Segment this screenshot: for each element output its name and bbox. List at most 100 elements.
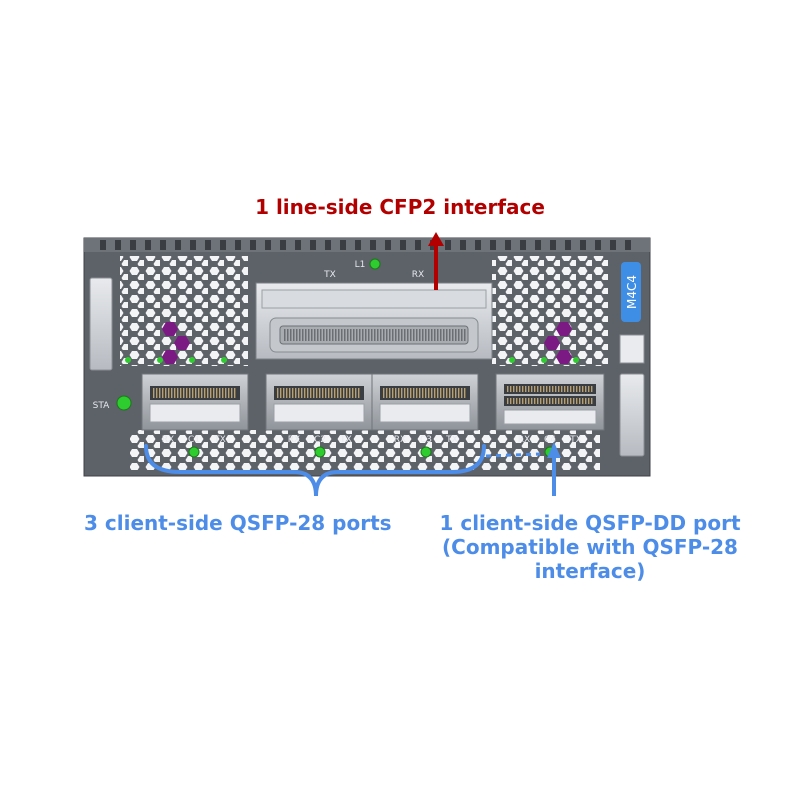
port-contact xyxy=(156,388,158,398)
port-contact xyxy=(507,386,509,392)
cfp2-contact xyxy=(311,329,313,341)
port-contact xyxy=(591,386,593,392)
c3-tx-label: TX xyxy=(445,435,458,445)
port-contact xyxy=(464,388,466,398)
port-contact xyxy=(295,388,297,398)
port-contact xyxy=(198,388,200,398)
port-contact xyxy=(446,388,448,398)
port-contact xyxy=(549,386,551,392)
port-contact xyxy=(588,386,590,392)
port-contact xyxy=(183,388,185,398)
cfp2-contact xyxy=(446,329,448,341)
port-contact xyxy=(358,388,360,398)
port-contact xyxy=(343,388,345,398)
right-latch xyxy=(619,334,645,364)
port-contact xyxy=(528,386,530,392)
qsfp28-port-c3[interactable] xyxy=(371,373,479,431)
comb-slot xyxy=(190,240,196,250)
vent-leds-row xyxy=(125,357,579,363)
cfp2-contact xyxy=(458,329,460,341)
c2-rx-label: RX xyxy=(288,435,300,445)
comb-slot xyxy=(115,240,121,250)
comb-slot xyxy=(205,240,211,250)
port-contact xyxy=(543,398,545,404)
cfp2-contact xyxy=(308,329,310,341)
port-contact xyxy=(352,388,354,398)
cfp2-contact xyxy=(431,329,433,341)
port-contact xyxy=(174,388,176,398)
port-contact xyxy=(222,388,224,398)
port-contact xyxy=(534,398,536,404)
port-contact xyxy=(555,398,557,404)
comb-slot xyxy=(130,240,136,250)
c3-led xyxy=(420,446,432,458)
port-contact xyxy=(328,388,330,398)
cfp2-contact xyxy=(464,329,466,341)
cfp2-contact xyxy=(440,329,442,341)
comb-slot xyxy=(580,240,586,250)
cfp2-contact xyxy=(410,329,412,341)
cfp2-tx-label: TX xyxy=(323,270,336,280)
port-contact xyxy=(582,386,584,392)
port-contact xyxy=(513,386,515,392)
port-contact xyxy=(210,388,212,398)
port-contact xyxy=(216,388,218,398)
port-contact xyxy=(440,388,442,398)
port-contact xyxy=(564,386,566,392)
cfp2-contact xyxy=(419,329,421,341)
port-contact xyxy=(389,388,391,398)
port-contact xyxy=(334,388,336,398)
cfp2-contact xyxy=(389,329,391,341)
cfp2-contact xyxy=(326,329,328,341)
left-purple-marker xyxy=(162,322,190,364)
cfp2-contact xyxy=(377,329,379,341)
port-contact xyxy=(585,398,587,404)
port-contacts xyxy=(153,386,593,404)
comb-slot xyxy=(415,240,421,250)
port-contact xyxy=(549,398,551,404)
qsfp28-port-c1[interactable] xyxy=(141,373,249,431)
cfp2-contact xyxy=(461,329,463,341)
c4-tx-label: TX xyxy=(569,435,582,445)
port-contact xyxy=(449,388,451,398)
comb-slot xyxy=(385,240,391,250)
cfp2-contact xyxy=(455,329,457,341)
cfp2-contact xyxy=(350,329,352,341)
cfp2-port[interactable] xyxy=(255,282,493,360)
qsfpdd-callout-line-1: 1 client-side QSFP-DD port xyxy=(439,511,741,535)
qsfp28-latch-c1 xyxy=(149,403,241,423)
port-contact xyxy=(307,388,309,398)
port-contact xyxy=(180,388,182,398)
comb-slot xyxy=(625,240,631,250)
qsfp28-port-c2[interactable] xyxy=(265,373,373,431)
port-contact xyxy=(455,388,457,398)
port-contact xyxy=(413,388,415,398)
port-contact xyxy=(310,388,312,398)
cfp2-contact xyxy=(284,329,286,341)
port-contact xyxy=(561,386,563,392)
cfp2-contact xyxy=(323,329,325,341)
qsfpdd-arrow xyxy=(547,442,561,496)
cfp2-contact xyxy=(296,329,298,341)
port-contact xyxy=(225,388,227,398)
port-contact xyxy=(510,398,512,404)
port-contact xyxy=(195,388,197,398)
port-contact xyxy=(207,388,209,398)
cfp2-contact xyxy=(425,329,427,341)
cfp2-contacts xyxy=(284,329,466,341)
port-contact xyxy=(231,388,233,398)
cfp2-rx-label: RX xyxy=(412,270,424,280)
port-contact xyxy=(564,398,566,404)
port-contact xyxy=(392,388,394,398)
port-contact xyxy=(510,386,512,392)
port-contact xyxy=(398,388,400,398)
port-contact xyxy=(386,388,388,398)
comb-slot xyxy=(520,240,526,250)
comb-slot xyxy=(310,240,316,250)
port-contact xyxy=(576,398,578,404)
port-contact xyxy=(159,388,161,398)
cfp2-contact xyxy=(317,329,319,341)
cfp2-contact xyxy=(347,329,349,341)
c2-tx-label: TX xyxy=(339,435,352,445)
